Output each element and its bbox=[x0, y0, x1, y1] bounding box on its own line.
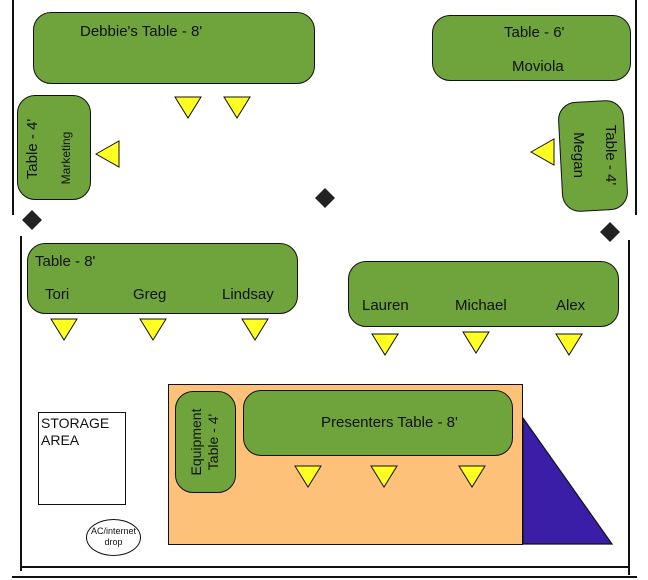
seat-icon bbox=[294, 465, 322, 488]
seat-group bbox=[50, 96, 583, 488]
seat-name-lauren: Lauren bbox=[362, 297, 409, 314]
storage-area bbox=[38, 412, 126, 505]
seat-icon bbox=[174, 96, 202, 119]
right-wall-upper bbox=[635, 0, 637, 215]
seat-icon bbox=[529, 138, 555, 166]
left-8ft-table[interactable] bbox=[27, 243, 298, 314]
left-wall-lower bbox=[20, 236, 22, 571]
black-diamond-marker-icon bbox=[315, 188, 335, 208]
seat-icon bbox=[241, 318, 269, 341]
seat-icon bbox=[371, 333, 399, 356]
black-diamond-marker-icon bbox=[600, 222, 620, 242]
seat-icon bbox=[94, 140, 120, 168]
ac-internet-drop bbox=[86, 519, 141, 556]
presenters-table-label: Presenters Table - 8' bbox=[321, 414, 458, 431]
debbies-table[interactable] bbox=[33, 12, 315, 84]
seat-name-lindsay: Lindsay bbox=[222, 286, 274, 303]
right-wall-lower bbox=[628, 240, 630, 575]
seat-icon bbox=[223, 96, 251, 119]
purple-triangle-projection-screen-icon bbox=[522, 416, 614, 545]
seat-icon bbox=[458, 465, 486, 488]
equipment-table[interactable] bbox=[175, 391, 236, 493]
presenters-table[interactable] bbox=[243, 390, 513, 456]
seat-icon bbox=[555, 333, 583, 356]
seat-name-greg: Greg bbox=[133, 286, 167, 303]
marker-group bbox=[22, 188, 620, 242]
moviola-table-name: Moviola bbox=[512, 58, 564, 75]
black-diamond-marker-icon bbox=[22, 210, 42, 230]
seat-icon bbox=[462, 331, 490, 354]
ac-internet-drop-label: AC/internet drop bbox=[90, 526, 137, 547]
right-8ft-table[interactable] bbox=[348, 261, 619, 327]
storage-area-label: STORAGE AREA bbox=[41, 415, 110, 448]
seat-name-tori: Tori bbox=[45, 286, 70, 303]
bottom-wall-inner bbox=[20, 566, 630, 568]
moviola-table[interactable] bbox=[432, 15, 631, 81]
seat-name-alex: Alex bbox=[556, 297, 586, 314]
left-8ft-table-label: Table - 8' bbox=[35, 253, 96, 270]
bottom-wall-outer bbox=[12, 576, 637, 578]
left-wall-upper bbox=[12, 0, 14, 215]
moviola-table-label: Table - 6' bbox=[504, 24, 565, 41]
seat-icon bbox=[370, 465, 398, 488]
seat-icon bbox=[50, 318, 78, 341]
seat-icon bbox=[139, 318, 167, 341]
marketing-table[interactable] bbox=[17, 95, 91, 200]
seat-name-michael: Michael bbox=[455, 297, 507, 314]
debbies-table-label: Debbie's Table - 8' bbox=[80, 23, 203, 40]
